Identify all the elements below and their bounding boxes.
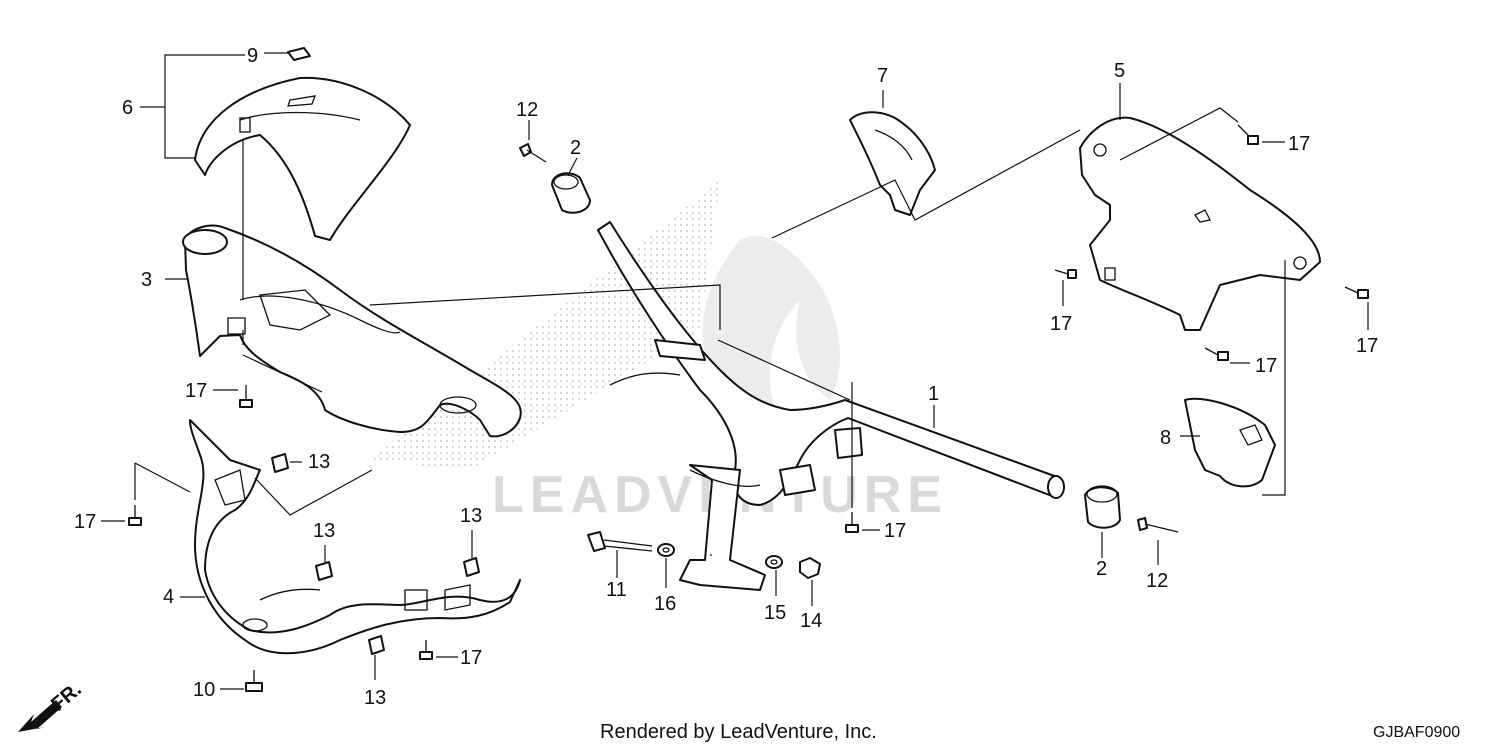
part-12-bolt-right[interactable] <box>1137 517 1179 533</box>
part-17-screw-g[interactable] <box>1344 286 1369 299</box>
callout-17-c: 17 <box>460 647 482 669</box>
part-9-clip[interactable] <box>287 47 311 61</box>
callout-17-e: 17 <box>1288 133 1310 155</box>
part-5-rear-cover[interactable] <box>1079 116 1321 331</box>
callout-2-a: 2 <box>570 137 581 159</box>
part-17-screw-d[interactable] <box>845 512 859 533</box>
part-17-screw-a[interactable] <box>239 385 253 408</box>
callout-16: 16 <box>654 593 676 615</box>
part-17-screw-b[interactable] <box>128 505 142 526</box>
callout-17-d: 17 <box>884 520 906 542</box>
callout-10: 10 <box>193 679 215 701</box>
callout-17-f: 17 <box>1050 313 1072 335</box>
part-13-clip-c[interactable] <box>463 557 480 577</box>
part-16-washer[interactable] <box>657 543 675 557</box>
part-2-rubber-left[interactable] <box>551 172 591 214</box>
part-13-clip-b[interactable] <box>315 561 333 581</box>
part-7-bracket[interactable] <box>849 111 936 216</box>
callout-14: 14 <box>800 610 822 632</box>
callout-3: 3 <box>141 269 152 291</box>
part-8-bracket[interactable] <box>1184 397 1276 488</box>
part-2-rubber-right[interactable] <box>1084 485 1121 529</box>
part-3-front-handle-cover[interactable] <box>182 224 522 438</box>
watermark-flame-icon <box>702 236 840 424</box>
callout-5: 5 <box>1114 60 1125 82</box>
callout-17-b: 17 <box>74 511 96 533</box>
callout-12-a: 12 <box>516 99 538 121</box>
diagram-code: GJBAF0900 <box>1373 724 1460 741</box>
callout-12-b: 12 <box>1146 570 1168 592</box>
leader-lines <box>101 52 1369 690</box>
front-direction-arrow-icon: FR. <box>18 678 86 732</box>
part-14-nut[interactable] <box>799 557 821 579</box>
part-17-screw-c[interactable] <box>419 640 433 660</box>
part-10-bolt[interactable] <box>245 670 263 692</box>
callout-11: 11 <box>606 579 627 601</box>
part-6-handle-cover-top[interactable] <box>194 76 411 241</box>
footer-rendered-by: Rendered by LeadVenture, Inc. <box>600 721 877 743</box>
callout-2-b: 2 <box>1096 558 1107 580</box>
callout-17-h: 17 <box>1255 355 1277 377</box>
callout-7: 7 <box>877 65 888 87</box>
callout-13-c: 13 <box>460 505 482 527</box>
callout-13-b: 13 <box>313 520 335 542</box>
callout-9: 9 <box>247 45 258 67</box>
part-1-handlebar-pipe[interactable] <box>597 221 1065 591</box>
callout-numbers: 9 6 3 17 13 17 13 13 4 17 10 13 12 2 1 1… <box>74 45 1378 709</box>
part-12-bolt-left[interactable] <box>519 143 547 163</box>
callout-13-d: 13 <box>364 687 386 709</box>
part-11-bolt[interactable] <box>587 531 653 552</box>
part-17-screw-e[interactable] <box>1237 124 1259 145</box>
callout-8: 8 <box>1160 427 1171 449</box>
callout-6: 6 <box>122 97 133 119</box>
part-17-screw-f[interactable] <box>1054 269 1077 279</box>
callout-13-a: 13 <box>308 451 330 473</box>
callout-4: 4 <box>163 586 174 608</box>
callout-1: 1 <box>928 383 939 405</box>
callout-17-g: 17 <box>1356 335 1378 357</box>
part-13-clip-a[interactable] <box>271 453 289 473</box>
part-15-washer[interactable] <box>765 555 783 569</box>
part-13-clip-d[interactable] <box>368 635 385 655</box>
callout-15: 15 <box>764 602 786 624</box>
part-4-lower-handle-cover[interactable] <box>189 419 521 655</box>
callout-17-a: 17 <box>185 380 207 402</box>
part-17-screw-h[interactable] <box>1204 347 1229 361</box>
